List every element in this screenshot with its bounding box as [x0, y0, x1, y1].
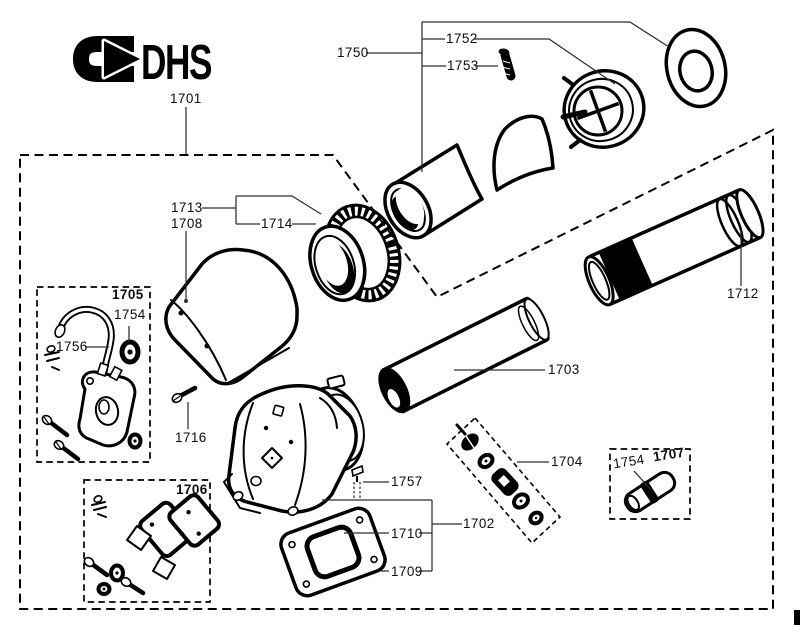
- logo-duct-icon: [72, 36, 134, 82]
- part-end-cap: [560, 69, 646, 149]
- callout-1705: 1705: [112, 287, 144, 302]
- callout-1752: 1752: [446, 31, 478, 46]
- dhs-logo: DHS: [72, 36, 213, 90]
- callout-1709: 1709: [391, 564, 423, 579]
- callout-1706: 1706: [176, 482, 208, 497]
- part-gasket-plate-1709-1710: [279, 506, 387, 598]
- part-half-shell: [492, 114, 555, 192]
- group-box-1706: [83, 479, 211, 603]
- part-sleeve-tube: [383, 143, 484, 240]
- group-box-1704: [445, 416, 562, 545]
- callout-1708: 1708: [171, 216, 203, 231]
- part-valve-kit-1704: [455, 423, 544, 526]
- part-tube-1703: [378, 296, 550, 414]
- callout-1701: 1701: [170, 91, 202, 106]
- part-pin-1753: [498, 48, 516, 81]
- part-primer-kit-1705: [41, 305, 143, 462]
- part-tube-1712: [583, 188, 765, 307]
- callout-leader-lines: [85, 21, 742, 572]
- callout-1714: 1714: [261, 216, 293, 231]
- part-ring-nut-1714: [308, 203, 402, 303]
- page-edge-mark: [794, 610, 800, 625]
- part-screw-1757: [351, 464, 364, 500]
- part-washer-ring: [664, 27, 728, 109]
- part-connector-1707: [623, 470, 677, 514]
- group-boundary-1701: [19, 128, 774, 610]
- callout-1756: 1756: [56, 339, 88, 354]
- logo-text: DHS: [141, 36, 211, 90]
- part-hood-1708: [164, 247, 299, 386]
- callout-1712: 1712: [727, 286, 759, 301]
- part-blower-housing-1702: [222, 374, 365, 516]
- part-screw-1716: [171, 385, 198, 404]
- callout-1702: 1702: [463, 516, 495, 531]
- callout-1716: 1716: [175, 430, 207, 445]
- callout-1703: 1703: [548, 362, 580, 377]
- callout-1754-grommet: 1754: [114, 307, 146, 322]
- callout-1713: 1713: [171, 200, 203, 215]
- callout-1750: 1750: [337, 45, 369, 60]
- callout-1710: 1710: [391, 526, 423, 541]
- logo-arrow-icon: [101, 38, 143, 80]
- group-box-1705: [36, 286, 151, 463]
- callout-1704: 1704: [551, 454, 583, 469]
- part-bracket-kit-1706: [83, 493, 222, 596]
- callout-1753: 1753: [447, 58, 479, 73]
- callout-1757: 1757: [391, 474, 423, 489]
